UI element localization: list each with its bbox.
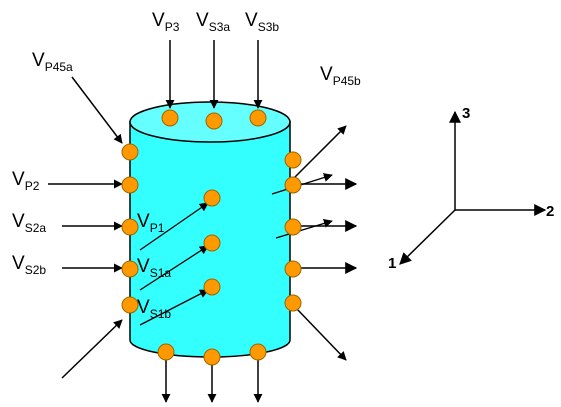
transducer-top-1 [161, 109, 179, 127]
transducer-top-3 [249, 109, 267, 127]
transducer-left-4 [121, 260, 139, 278]
label-vs1a: VS1a [137, 256, 171, 280]
vp1-arrow [139, 202, 209, 251]
label-vs2b: VS2b [12, 253, 46, 277]
label-vs1b: VS1b [137, 297, 171, 321]
transducer-left-2 [121, 176, 139, 194]
transducer-center-1 [203, 189, 221, 207]
transducers [121, 109, 302, 366]
label-vp45a: VP45a [32, 50, 73, 74]
label-vs3a: VS3a [196, 10, 230, 34]
transducer-right-4 [284, 260, 302, 278]
vs1b-arrow [139, 289, 209, 326]
transducer-bottom-2 [203, 348, 221, 366]
transducer-bottom-3 [249, 343, 267, 361]
label-vs3b: VS3b [245, 10, 279, 34]
label-vp3: VP3 [152, 10, 180, 34]
transducer-right-2 [284, 176, 302, 194]
label-vp1: VP1 [137, 211, 165, 235]
vp45a-arrow [71, 76, 123, 144]
lower-right-diagonal-arrow [295, 307, 347, 361]
axis-1 [399, 209, 456, 265]
top-arrows [165, 40, 263, 109]
transducer-left-3 [121, 218, 139, 236]
transducer-center-2 [203, 234, 221, 252]
left-arrows [48, 76, 123, 379]
label-vs2a: VS2a [12, 211, 46, 235]
transducer-left-1 [121, 143, 139, 161]
transducer-top-2 [205, 112, 223, 130]
axis-label-3: 3 [462, 105, 470, 122]
axis-label-2: 2 [546, 203, 554, 220]
transducer-center-3 [203, 278, 221, 296]
vp45b-arrow [285, 125, 347, 187]
right-arrow-3 [275, 219, 333, 239]
internal-arrows [139, 202, 209, 326]
transducer-right-5 [284, 294, 302, 312]
label-vp2: VP2 [12, 169, 40, 193]
vs1a-arrow [139, 245, 209, 291]
coordinate-axes: 3 2 1 [388, 105, 554, 272]
transducer-left-5 [121, 296, 139, 314]
labels: VP3 VS3a VS3b VP45a VP45b VP2 VS2a VS2b … [12, 10, 361, 321]
right-arrows [271, 125, 358, 361]
transducer-right-1 [284, 151, 302, 169]
transducer-bottom-1 [157, 343, 175, 361]
lower-diagonal-arrow [61, 319, 123, 379]
axis-label-1: 1 [388, 255, 396, 272]
transducer-right-3 [284, 218, 302, 236]
label-vp45b: VP45b [320, 64, 361, 88]
